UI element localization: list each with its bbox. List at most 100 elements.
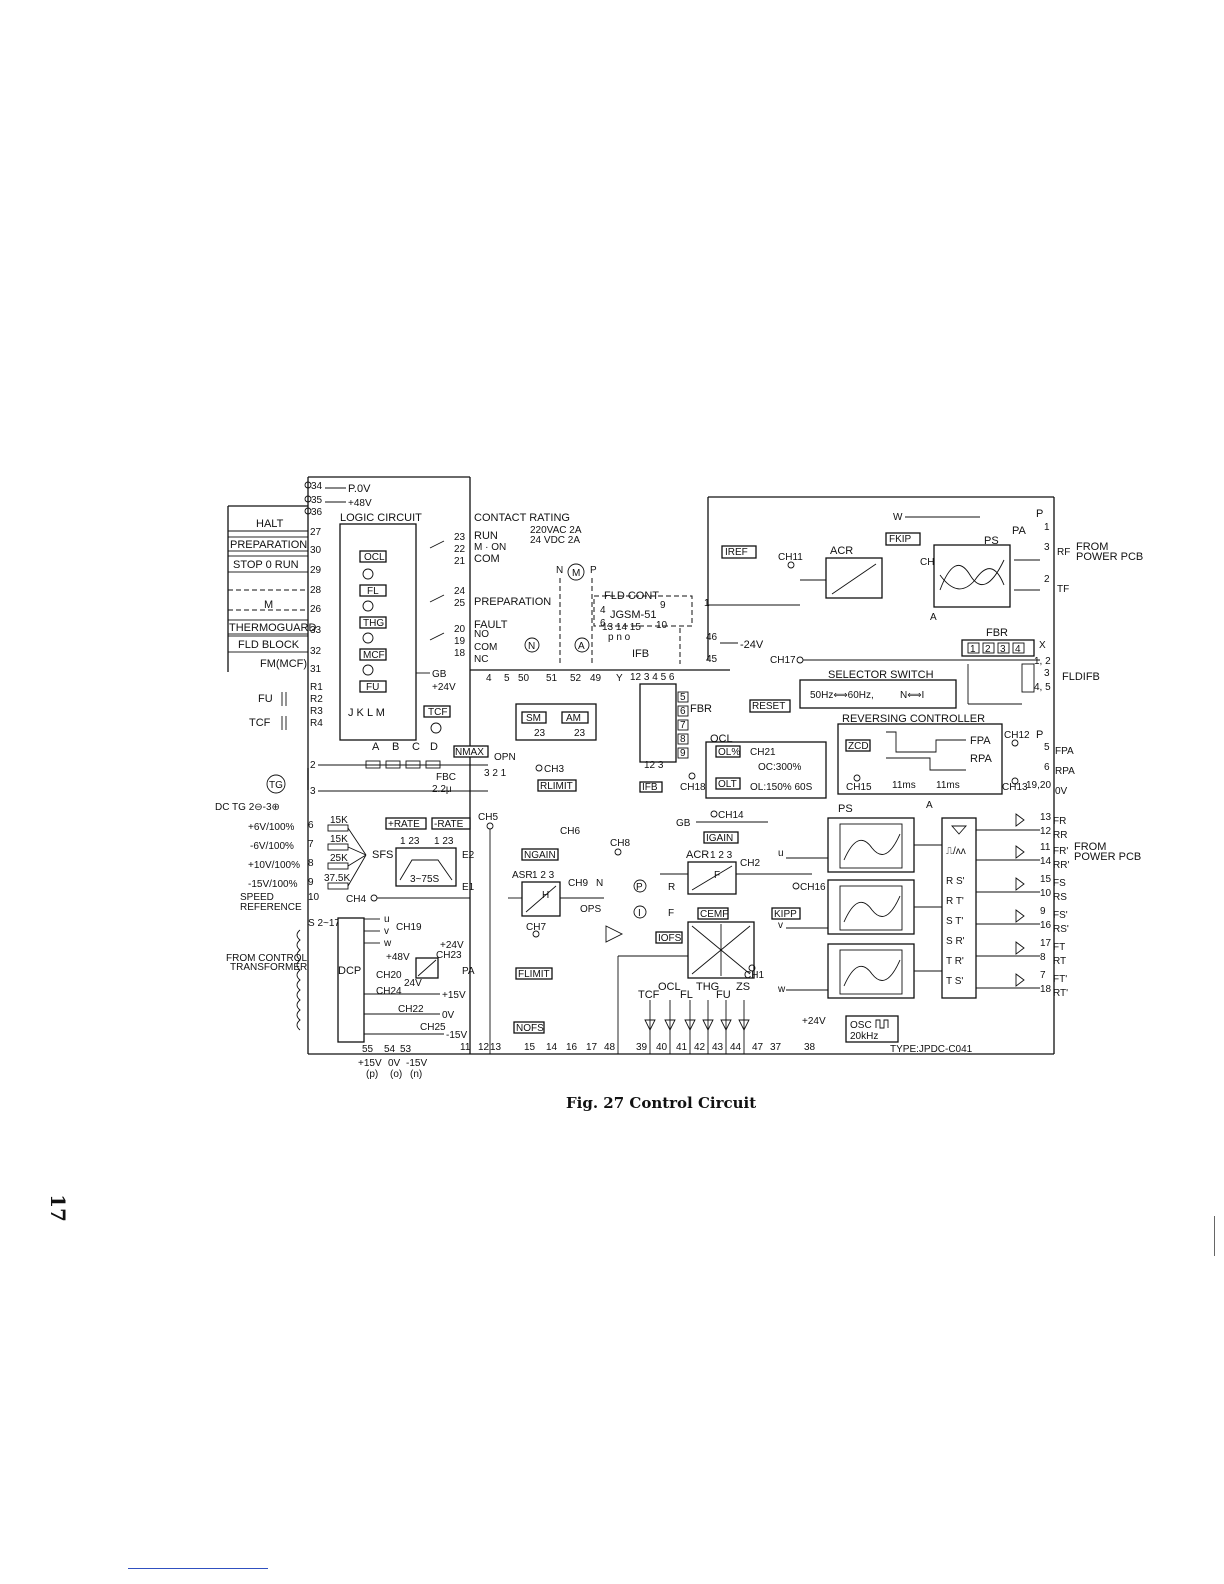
term-23: 23 bbox=[454, 532, 466, 543]
fbr-x: X bbox=[1039, 640, 1046, 651]
osc-label: OSC bbox=[850, 1020, 872, 1031]
m15v-dcp: -15V bbox=[446, 1030, 467, 1041]
fault-thg: THG bbox=[696, 981, 719, 993]
from-ctrl-2: TRANSFORMER bbox=[230, 962, 307, 973]
term-25: 25 bbox=[454, 598, 466, 609]
svg-text:RS: RS bbox=[1053, 892, 1067, 903]
tcf-label: TCF bbox=[249, 717, 271, 729]
fld-cont-title: FLD CONT bbox=[604, 590, 659, 602]
fm-mcf-label: FM(MCF) bbox=[260, 658, 307, 670]
dcp-term-55: 55 bbox=[362, 1044, 374, 1055]
ch19-label: CH19 bbox=[396, 922, 422, 933]
dcp-sub-p: (p) bbox=[366, 1069, 378, 1080]
term-31: 31 bbox=[310, 664, 322, 675]
ch22-label: CH22 bbox=[398, 1004, 424, 1015]
ch23-label: CH23 bbox=[436, 950, 462, 961]
tach-generator-icon bbox=[266, 774, 286, 794]
svg-text:THG: THG bbox=[363, 618, 384, 629]
meter-n: N bbox=[528, 641, 535, 652]
fbr-title: FBR bbox=[986, 627, 1008, 639]
dcp-label: DCP bbox=[338, 965, 361, 977]
logic-title: LOGIC CIRCUIT bbox=[340, 512, 422, 524]
fbr-stack-pins: 12 3 4 5 6 bbox=[630, 672, 675, 683]
term-30: 30 bbox=[310, 545, 322, 556]
rev-out-0v: 0V bbox=[1055, 786, 1068, 797]
rlimit-label: RLIMIT bbox=[540, 781, 573, 792]
com-label: COM bbox=[474, 553, 500, 565]
term-r1: R1 bbox=[310, 682, 323, 693]
top-acr-block: IREF CH11 ACR FKIP CH10 W PS A P PA 1 3 … bbox=[708, 508, 1143, 623]
bus-term-48: 48 bbox=[604, 1042, 616, 1053]
fbc-label: FBC bbox=[436, 772, 456, 783]
res-15k-b: 15K bbox=[330, 834, 348, 845]
fbr-stack-label: FBR bbox=[690, 703, 712, 715]
fault-zs: ZS bbox=[736, 981, 750, 993]
svg-text:13: 13 bbox=[1040, 812, 1052, 823]
gb-label: GB bbox=[432, 669, 447, 680]
rev-out-fpa: FPA bbox=[1055, 746, 1074, 757]
term-1-top: 1 bbox=[704, 598, 710, 609]
svg-text:14: 14 bbox=[1040, 856, 1052, 867]
ch6-label: CH6 bbox=[560, 826, 580, 837]
phase-ps-block: PS A u v w OSC 20kHz ⎍/ʌʌ R S' R T' S T'… bbox=[777, 800, 977, 1055]
from-pcb-bottom-2: POWER PCB bbox=[1074, 851, 1141, 863]
svg-text:RS': RS' bbox=[1053, 924, 1069, 935]
fault-label: FAULT bbox=[474, 619, 508, 631]
fault-ocl: OCL bbox=[658, 981, 681, 993]
term-4b: 4 bbox=[486, 673, 492, 684]
fld-block-label: FLD BLOCK bbox=[238, 639, 300, 651]
com2-label: COM bbox=[474, 642, 497, 653]
fkip-label: FKIP bbox=[889, 534, 912, 545]
e2-label: E2 bbox=[462, 850, 475, 861]
svg-text:8: 8 bbox=[1040, 952, 1046, 963]
svg-text:FL: FL bbox=[367, 586, 379, 597]
delay-2: 11ms bbox=[936, 780, 960, 791]
svg-text:5: 5 bbox=[680, 692, 686, 703]
am-label: AM bbox=[566, 713, 581, 724]
svg-text:7: 7 bbox=[680, 720, 686, 731]
w-label: W bbox=[893, 512, 903, 523]
term-28: 28 bbox=[310, 585, 322, 596]
asr-p: P bbox=[636, 882, 643, 893]
bus-term-11: 11 bbox=[460, 1042, 471, 1053]
bus-p24v: +24V bbox=[802, 1016, 826, 1027]
ps-top-label: PS bbox=[984, 535, 999, 547]
svg-text:12: 12 bbox=[1040, 826, 1052, 837]
speed-ref-label-2: REFERENCE bbox=[240, 902, 302, 913]
ops-label: OPS bbox=[580, 904, 601, 915]
asr-sub: 1 2 3 bbox=[532, 870, 555, 881]
term-1-pa: 1 bbox=[1044, 522, 1050, 533]
mon-label: M · ON bbox=[474, 542, 506, 553]
svg-text:1: 1 bbox=[970, 644, 976, 655]
dcp-term-54: 54 bbox=[384, 1044, 396, 1055]
svg-text:9: 9 bbox=[680, 748, 686, 759]
ss-pair-1: R S' bbox=[946, 876, 965, 887]
bus-term-47: 47 bbox=[752, 1042, 764, 1053]
svg-text:RT': RT' bbox=[1053, 988, 1068, 999]
ref-level-2: -6V/100% bbox=[250, 841, 294, 852]
svg-text:2: 2 bbox=[985, 644, 991, 655]
logic-circuit-block: LOGIC CIRCUIT 34 35 36 P.0V +48V HALT 27… bbox=[227, 481, 456, 741]
tap-d: D bbox=[430, 741, 438, 753]
nrate-label: -RATE bbox=[434, 819, 464, 830]
nc-label: NC bbox=[474, 654, 488, 665]
svg-text:FT: FT bbox=[1053, 942, 1065, 953]
ref-term-8: 8 bbox=[308, 858, 314, 869]
contact-block: CONTACT RATING 220VAC 2A 24 VDC 2A 23 22… bbox=[429, 512, 582, 665]
term-35: 35 bbox=[311, 495, 323, 506]
ch11-label: CH11 bbox=[778, 552, 803, 563]
footer-line bbox=[128, 1568, 268, 1569]
svg-text:TCF: TCF bbox=[428, 707, 447, 718]
p48v-label: +48V bbox=[348, 498, 372, 509]
pa-dcp: PA bbox=[462, 966, 475, 977]
svg-text:17: 17 bbox=[1040, 938, 1052, 949]
preparation-label: PREPARATION bbox=[230, 539, 307, 551]
tap-a: A bbox=[372, 741, 380, 753]
v24-dcp: 24V bbox=[404, 978, 422, 989]
svg-text:RT: RT bbox=[1053, 956, 1066, 967]
phase-u: u bbox=[778, 848, 784, 859]
led-icon bbox=[362, 664, 374, 676]
term-r2: R2 bbox=[310, 694, 323, 705]
gb-acr-label: GB bbox=[676, 818, 691, 829]
ch13-label: CH13 bbox=[1002, 782, 1028, 793]
